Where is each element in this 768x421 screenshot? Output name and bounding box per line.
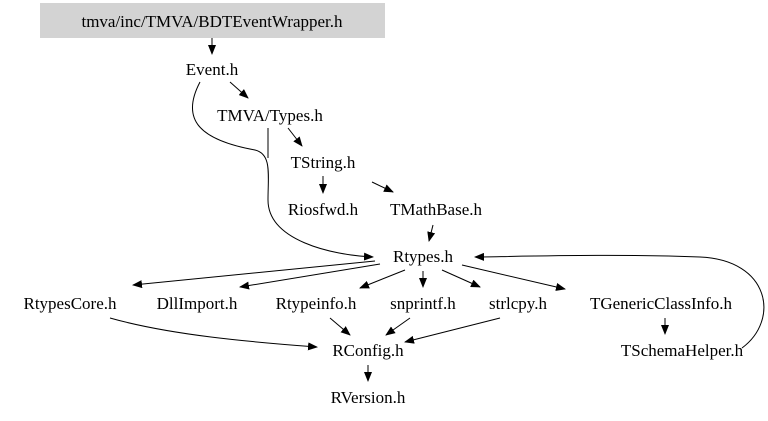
root-node-box [40, 3, 385, 38]
node-root[interactable]: tmva/inc/TMVA/BDTEventWrapper.h [81, 12, 343, 31]
node-rtypeinfo[interactable]: Rtypeinfo.h [276, 294, 357, 313]
edge-types-tstring [287, 127, 303, 147]
node-tstring[interactable]: TString.h [291, 153, 356, 172]
node-snprintf[interactable]: snprintf.h [390, 294, 456, 313]
edge-rtypes-rtypescore [132, 260, 376, 289]
node-event[interactable]: Event.h [186, 60, 239, 79]
node-rtypes[interactable]: Rtypes.h [393, 247, 453, 266]
edge-strlcpy-rconfig [404, 317, 501, 344]
edge-tschemahelper-rtypes [474, 252, 765, 349]
node-rconfig[interactable]: RConfig.h [332, 341, 404, 360]
edge-rtypes-tgenericclassinfo [461, 264, 566, 291]
edge-tmathbase-rtypes [427, 224, 436, 242]
edge-rtypes-strlcpy [441, 269, 481, 288]
edge-rtypes-rtypeinfo [359, 269, 406, 289]
node-riosfwd[interactable]: Riosfwd.h [288, 200, 359, 219]
node-tgenericclassinfo[interactable]: TGenericClassInfo.h [590, 294, 733, 313]
edge-tstring-tmathbase [371, 181, 394, 193]
node-strlcpy[interactable]: strlcpy.h [489, 294, 547, 313]
node-dllimport[interactable]: DllImport.h [157, 294, 238, 313]
edge-event-types [229, 81, 249, 99]
node-rversion[interactable]: RVersion.h [331, 388, 406, 407]
node-rtypescore[interactable]: RtypesCore.h [23, 294, 117, 313]
edges [109, 38, 765, 382]
edge-rtypes-dllimport [239, 263, 381, 290]
edge-event-rtypes [191, 81, 374, 261]
edge-rtypeinfo-rconfig [329, 317, 351, 336]
node-tmathbase[interactable]: TMathBase.h [390, 200, 483, 219]
node-types[interactable]: TMVA/Types.h [217, 106, 323, 125]
edge-rtypescore-rconfig [109, 317, 318, 351]
edge-snprintf-rconfig [385, 317, 411, 336]
node-tschemahelper[interactable]: TSchemaHelper.h [621, 341, 744, 360]
